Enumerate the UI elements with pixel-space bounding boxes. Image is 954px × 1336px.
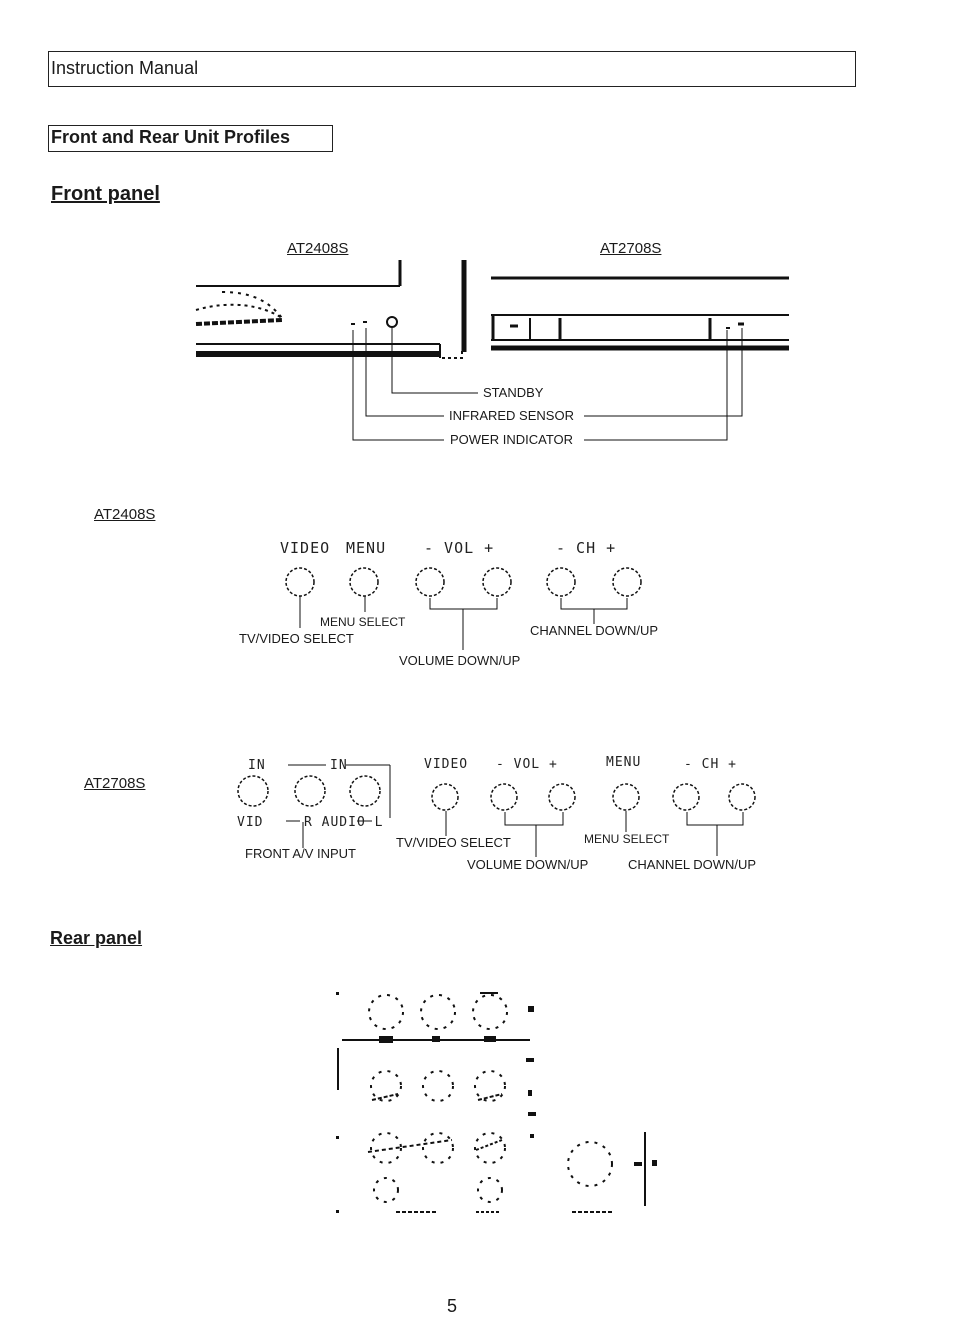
panel-text-menu: MENU <box>346 539 386 557</box>
rear-panel-heading: Rear panel <box>50 928 143 948</box>
page-number: 5 <box>447 1296 458 1316</box>
label-tv-video-select: TV/VIDEO SELECT <box>239 631 354 646</box>
controls-model-at2408s: AT2408S <box>94 506 156 523</box>
label-tv-video-select-2708: TV/VIDEO SELECT <box>396 835 511 850</box>
callout-infrared-sensor: INFRARED SENSOR <box>449 408 574 423</box>
label-menu-select-2708: MENU SELECT <box>584 832 670 846</box>
panel-text-in-1: IN <box>248 758 266 773</box>
front-model-left: AT2408S <box>287 240 349 257</box>
panel-text-ch: - CH + <box>556 539 616 557</box>
panel-text-ch-2708: - CH + <box>684 757 737 772</box>
manual-title: Instruction Manual <box>51 58 199 78</box>
label-menu-select: MENU SELECT <box>320 615 406 629</box>
panel-text-vol: - VOL + <box>424 539 494 557</box>
callout-power-indicator: POWER INDICATOR <box>450 432 574 447</box>
panel-text-vol-2708: - VOL + <box>496 757 558 772</box>
manual-header: Instruction Manual <box>48 51 856 87</box>
panel-text-menu-2708: MENU <box>606 755 641 770</box>
panel-text-video: VIDEO <box>280 539 330 557</box>
front-model-right: AT2708S <box>600 240 662 257</box>
controls-model-at2708s: AT2708S <box>84 775 146 792</box>
panel-text-r-audio-l: R AUDIO L <box>304 815 383 830</box>
panel-text-video-2708: VIDEO <box>424 757 468 772</box>
label-channel-down-up-2708: CHANNEL DOWN/UP <box>628 857 757 872</box>
label-volume-down-up-2708: VOLUME DOWN/UP <box>467 857 589 872</box>
front-panel-heading: Front panel <box>51 183 160 205</box>
panel-text-in-2: IN <box>330 758 348 773</box>
label-front-av-input: FRONT A/V INPUT <box>245 846 356 861</box>
section-title: Front and Rear Unit Profiles <box>51 127 291 147</box>
panel-text-vid: VID <box>237 815 263 830</box>
label-volume-down-up: VOLUME DOWN/UP <box>399 653 521 668</box>
section-title-box: Front and Rear Unit Profiles <box>48 125 333 152</box>
callout-standby: STANDBY <box>483 385 544 400</box>
label-channel-down-up: CHANNEL DOWN/UP <box>530 623 659 638</box>
